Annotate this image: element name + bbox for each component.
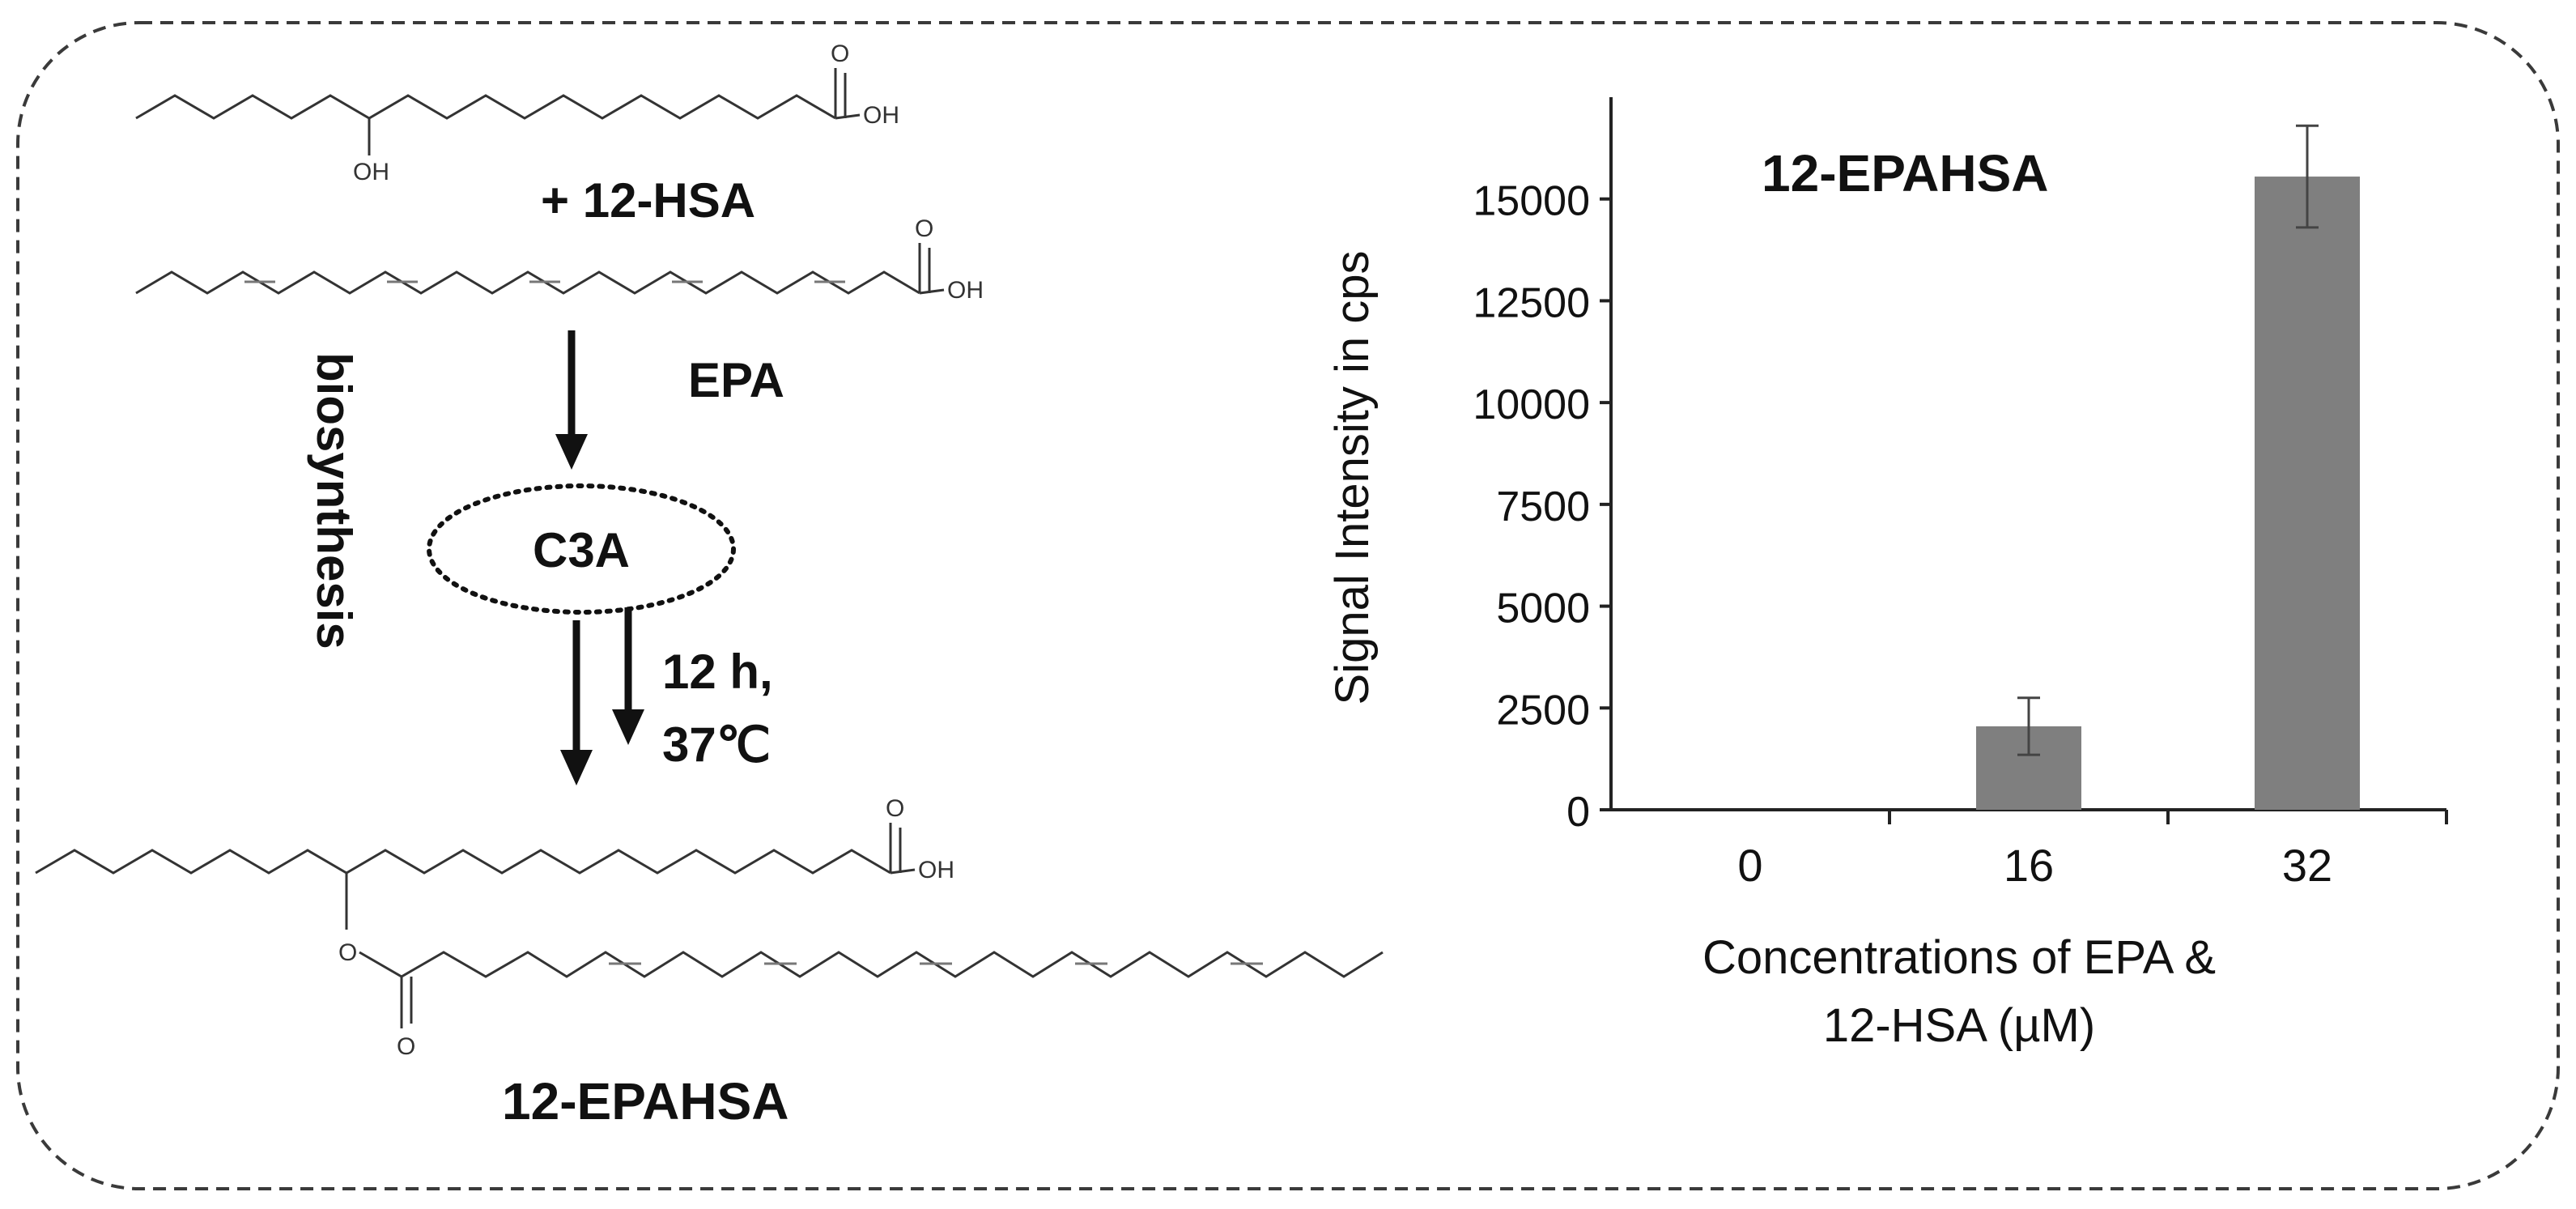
y-tick-label: 15000 [1473, 178, 1590, 225]
product-carbonyl-o: O [886, 795, 904, 822]
y-tick-label: 2500 [1496, 687, 1590, 734]
dashed-border [16, 21, 2560, 1190]
product-label: 12-EPAHSA [502, 1072, 789, 1130]
x-axis-label-line1: Concentrations of EPA & [1702, 931, 2216, 984]
epa-structure [135, 270, 920, 295]
hsa-carbonyl-o: O [831, 40, 849, 67]
y-tick-label: 12500 [1473, 279, 1590, 326]
y-axis-label: Signal Intensity in cps [1326, 251, 1379, 705]
chart-marks: 0 2500 5000 7500 10000 12500 15000 0 16 32 [1473, 97, 2448, 891]
chart-title: 12-EPAHSA [1762, 144, 2048, 202]
product-acid-oh: OH [918, 857, 954, 883]
bar [2255, 177, 2360, 811]
epa-carbonyl-o: O [915, 215, 933, 242]
reaction-scheme: O OH OH + 12-HSA O OH EPA C3A 12 h, 37℃ … [35, 40, 1384, 1130]
product-acid-bond [890, 868, 916, 875]
reactant-12hsa-label: + 12-HSA [541, 173, 755, 228]
arrow-to-catalyst-head [555, 434, 588, 470]
x-tick-label: 0 [1737, 840, 1762, 891]
x-tick-label: 16 [2004, 840, 2054, 891]
arrow-to-product-2-head [612, 709, 644, 745]
catalyst-label: C3A [533, 523, 630, 577]
arrow-to-product-1-head [560, 750, 593, 785]
y-tick-label: 10000 [1473, 381, 1590, 428]
product-ester-o: O [338, 939, 357, 966]
epa-acid-bond [919, 288, 945, 295]
bar-chart: 12-EPAHSA Signal Intensity in cps Concen… [1326, 97, 2448, 1052]
hsa-acid-oh: OH [863, 102, 899, 129]
hsa-structure [135, 94, 836, 120]
x-axis-label-line2: 12-HSA (µM) [1823, 999, 2095, 1052]
biosynthesis-label: biosynthesis [307, 352, 361, 649]
condition-temperature: 37℃ [662, 717, 771, 772]
catalyst-ellipse [427, 483, 736, 615]
y-tick-label: 0 [1566, 789, 1590, 836]
epa-acid-oh: OH [947, 277, 984, 304]
hsa-acid-bond [835, 113, 861, 120]
reactant-epa-label: EPA [688, 353, 784, 407]
condition-time: 12 h, [662, 645, 773, 699]
x-tick-label: 32 [2282, 840, 2332, 891]
hsa-hydroxyl-oh: OH [353, 159, 389, 185]
product-epa-chain [359, 951, 1384, 978]
product-hsa-chain [35, 849, 891, 875]
y-tick-label: 7500 [1496, 483, 1590, 530]
product-ester-carbonyl-o: O [397, 1033, 415, 1060]
y-tick-label: 5000 [1496, 585, 1590, 632]
